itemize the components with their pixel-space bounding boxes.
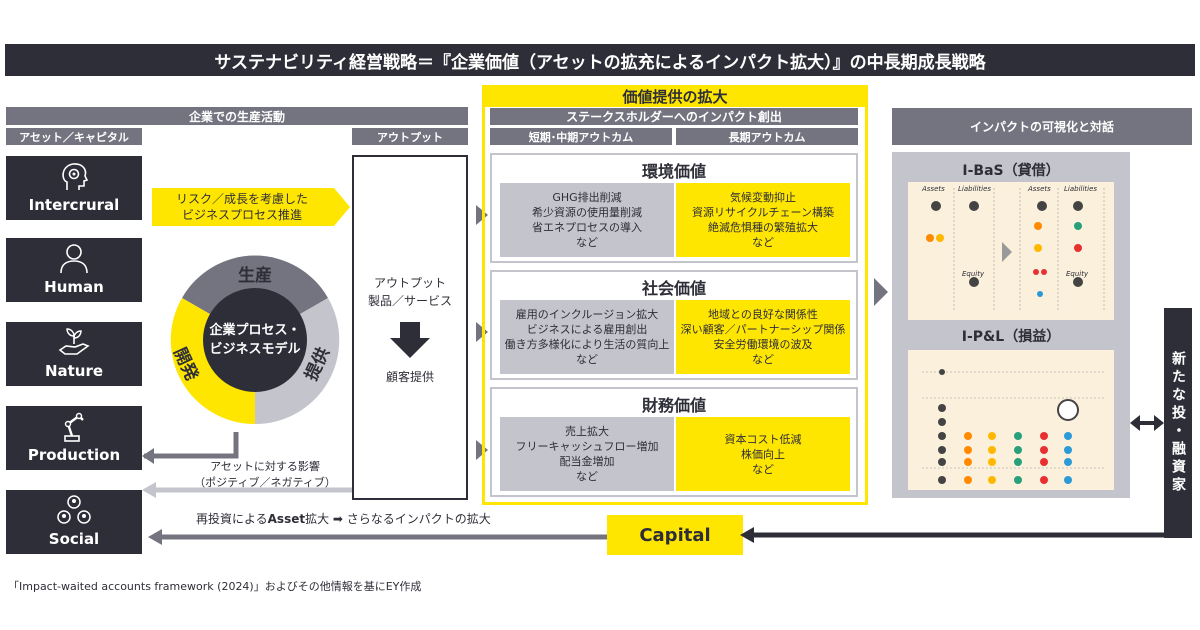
arrow-to-visualization <box>874 278 888 306</box>
env-long-term: 気候変動抑止 資源リサイクルチェーン構築 絶滅危惧種の繁殖拡大 など <box>676 183 850 257</box>
finance-long-term: 資本コスト低減 株価向上 など <box>676 417 850 491</box>
double-arrow-icon <box>1130 415 1164 431</box>
asset-label: Social <box>48 530 100 548</box>
bs-equity-label: Equity <box>962 270 985 278</box>
reinvest-label: 再投資によるAsset拡大 ➡ さらなるインパクトの拡大 <box>196 510 576 526</box>
social-short-term: 雇用のインクルージョン拡大 ビジネスによる雇用創出 働き方多様化により生活の質向… <box>500 300 674 374</box>
person-icon <box>57 238 91 278</box>
asset-label: Production <box>27 446 121 464</box>
stakeholder-header: ステークスホルダーへのインパクト創出 <box>490 108 858 125</box>
asset-intercrural: Intercrural <box>6 156 142 220</box>
new-investors-bar: 新たな投・融資家 <box>1164 308 1192 538</box>
env-value-title: 環境価値 <box>641 162 706 181</box>
down-arrow-icon <box>390 322 430 358</box>
ibas-title: I-BaS（貸借） <box>962 163 1060 179</box>
left-header-label: 企業での生産活動 <box>188 109 285 124</box>
right-header: インパクトの可視化と対話 <box>892 108 1192 145</box>
ibas-chart: Assets Liabilities Equity Assets Liabili… <box>908 182 1114 320</box>
donut-center-label: 企業プロセス・ ビジネスモデル <box>209 323 301 357</box>
impact-on-assets-label: アセットに対する影響 （ポジティブ／ネガティブ） <box>194 460 336 489</box>
bs-liabilities-label: Liabilities <box>958 185 992 193</box>
robot-arm-icon <box>57 406 91 446</box>
footnote: 「Impact-waited accounts framework (2024)… <box>8 580 422 593</box>
balance-sheet-illustration <box>926 188 1105 312</box>
page-title: サステナビリティ経営戦略＝『企業価値（アセットの拡充によるインパクト拡大）』の中… <box>214 52 986 73</box>
asset-label: Intercrural <box>28 196 120 214</box>
bs-equity-label-2: Equity <box>1066 270 1089 278</box>
value-header: 価値提供の拡大 <box>482 85 868 107</box>
bs-assets-label-2: Assets <box>1028 185 1051 193</box>
short-mid-header: 短期･中期アウトカム <box>490 128 672 145</box>
risk-arrow-shape <box>152 188 350 226</box>
output-label: アウトプット 製品／サービス <box>367 276 452 308</box>
reinvest-arrow <box>148 529 608 545</box>
asset-human: Human <box>6 238 142 302</box>
customer-delivery-label: 顧客提供 <box>385 369 434 384</box>
donut-top-label: 生産 <box>238 265 272 286</box>
ipl-chart <box>908 350 1114 490</box>
reinvest-text: 再投資による <box>196 512 268 526</box>
bs-assets-label: Assets <box>922 185 945 193</box>
col-output-label: アウトプット <box>377 130 443 144</box>
finance-short-term: 売上拡大 フリーキャッシュフロー増加 配当金増加 など <box>500 417 674 491</box>
col-assets-header: アセット／キャピタル <box>6 128 142 145</box>
reinvest-bold: Asset <box>267 512 306 526</box>
head-gear-icon <box>57 156 91 196</box>
social-value-title: 社会価値 <box>641 279 706 298</box>
profit-loss-illustration <box>922 369 1104 484</box>
impact-return-arrow <box>142 432 352 498</box>
social-long-term: 地域との良好な関係性 深い顧客／パートナーシップ関係 安全労働環境の波及 など <box>676 300 850 374</box>
process-donut <box>170 255 340 425</box>
asset-production: Production <box>6 406 142 470</box>
asset-social: Social <box>6 490 142 554</box>
col-assets-label: アセット／キャピタル <box>19 130 129 144</box>
asset-label: Nature <box>44 362 104 380</box>
risk-arrow-label: リスク／成長を考慮した ビジネスプロセス推進 <box>175 192 308 222</box>
bs-liabilities-label-2: Liabilities <box>1064 185 1098 193</box>
hand-plant-icon <box>57 322 91 362</box>
title-bar: サステナビリティ経営戦略＝『企業価値（アセットの拡充によるインパクト拡大）』の中… <box>5 44 1195 76</box>
col-output-header: アウトプット <box>352 128 468 145</box>
reinvest-rest: 拡大 ➡ さらなるインパクトの拡大 <box>305 512 491 526</box>
asset-label: Human <box>44 278 104 296</box>
env-short-term: GHG排出削減 希少資源の使用量削減 省エネプロセスの導入 など <box>500 183 674 257</box>
investor-to-capital-arrow <box>740 524 1181 543</box>
long-term-header: 長期アウトカム <box>676 128 858 145</box>
asset-nature: Nature <box>6 322 142 386</box>
people-network-icon <box>57 490 91 530</box>
finance-value-title: 財務価値 <box>641 396 706 415</box>
ipl-title: I-P&L（損益） <box>961 329 1061 345</box>
capital-box: Capital <box>607 515 743 555</box>
new-investors-label: 新たな投・融資家 <box>1170 351 1186 495</box>
left-header: 企業での生産活動 <box>6 107 468 125</box>
